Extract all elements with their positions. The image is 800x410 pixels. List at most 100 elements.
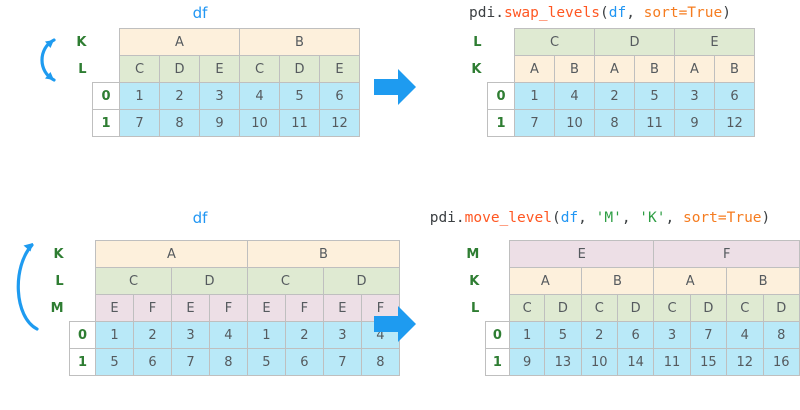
- data-cell: 10: [554, 109, 595, 137]
- panel-move-level-result: pdi.move_level(df, 'M', 'K', sort=True) …: [400, 195, 800, 410]
- column-header-cell: F: [284, 294, 324, 322]
- data-cell: 9: [674, 109, 715, 137]
- data-cell: 8: [762, 321, 800, 349]
- row-index-cell: 0: [487, 82, 515, 110]
- column-header-cell: C: [239, 55, 280, 83]
- level-label-L: L: [55, 273, 64, 289]
- header-corner-cell: [70, 295, 96, 322]
- data-cell: 5: [279, 82, 320, 110]
- data-cell: 6: [132, 348, 172, 376]
- column-header-cell: E: [509, 240, 655, 268]
- code-token-6: ,: [621, 210, 640, 226]
- data-cell: 8: [208, 348, 248, 376]
- column-header-cell: D: [279, 55, 320, 83]
- column-header-cell: A: [514, 55, 555, 83]
- move-level-curved-arrow-icon: [16, 243, 39, 331]
- data-cell: 1: [514, 82, 555, 110]
- column-header-cell: C: [653, 294, 691, 322]
- row-index-cell: 1: [484, 348, 511, 376]
- header-corner-cell: [488, 29, 515, 56]
- level-label-K: K: [53, 246, 64, 262]
- column-header-cell: E: [322, 294, 362, 322]
- column-header-cell: E: [246, 294, 286, 322]
- title-df-top: df: [192, 4, 208, 22]
- column-header-cell: E: [170, 294, 210, 322]
- data-cell: 5: [95, 348, 134, 376]
- column-header-cell: C: [514, 28, 595, 56]
- row-gutter-cell: [60, 110, 93, 137]
- column-header-cell: B: [246, 240, 401, 268]
- column-header-cell: B: [726, 267, 800, 295]
- data-cell: 3: [674, 82, 715, 110]
- level-label-M: M: [50, 300, 64, 316]
- column-header-cell: A: [509, 267, 582, 295]
- code-token-8: ,: [665, 210, 683, 226]
- row-gutter-cell: [455, 322, 485, 349]
- code-token-1: swap_levels: [503, 5, 600, 21]
- column-header-cell: D: [594, 28, 675, 56]
- data-cell: 2: [132, 321, 172, 349]
- data-cell: 7: [119, 109, 160, 137]
- data-cell: 6: [616, 321, 655, 349]
- row-index-cell: 1: [69, 348, 96, 376]
- data-cell: 4: [239, 82, 280, 110]
- column-header-cell: A: [594, 55, 635, 83]
- column-header-cell: D: [616, 294, 655, 322]
- column-header-cell: E: [95, 294, 134, 322]
- header-corner-cell: [70, 241, 96, 268]
- code-token-3: df: [560, 210, 579, 226]
- data-cell: 10: [580, 348, 619, 376]
- header-corner-cell: [485, 268, 509, 295]
- column-header-cell: C: [509, 294, 546, 322]
- data-cell: 16: [762, 348, 800, 376]
- row-gutter-cell: [38, 349, 70, 376]
- column-header-cell: F: [653, 240, 800, 268]
- code-token-5: sort=True: [643, 5, 723, 21]
- data-cell: 5: [634, 82, 675, 110]
- column-header-cell: D: [544, 294, 582, 322]
- data-cell: 2: [159, 82, 200, 110]
- code-token-2: (: [599, 5, 609, 21]
- code-token-4: ,: [626, 5, 644, 21]
- data-cell: 11: [279, 109, 320, 137]
- column-header-cell: A: [653, 267, 728, 295]
- data-cell: 3: [322, 321, 362, 349]
- code-token-5: 'M': [595, 210, 622, 226]
- header-corner-cell: [70, 268, 96, 295]
- data-cell: 4: [726, 321, 764, 349]
- row-index-cell: 0: [484, 321, 511, 349]
- data-cell: 1: [119, 82, 160, 110]
- column-header-cell: B: [714, 55, 755, 83]
- data-cell: 1: [246, 321, 286, 349]
- code-token-9: sort=True: [682, 210, 762, 226]
- code-token-0: pdi.: [469, 5, 504, 21]
- column-header-cell: D: [762, 294, 800, 322]
- code-token-3: df: [608, 5, 627, 21]
- data-cell: 7: [514, 109, 555, 137]
- row-index-cell: 0: [92, 82, 120, 110]
- data-cell: 15: [689, 348, 728, 376]
- data-cell: 2: [594, 82, 635, 110]
- data-cell: 12: [726, 348, 764, 376]
- column-header-cell: A: [119, 28, 240, 56]
- level-label-L: L: [78, 61, 87, 77]
- data-cell: 14: [616, 348, 655, 376]
- data-cell: 11: [653, 348, 691, 376]
- data-cell: 7: [689, 321, 728, 349]
- code-token-2: (: [551, 210, 561, 226]
- data-cell: 6: [714, 82, 755, 110]
- data-cell: 8: [159, 109, 200, 137]
- data-cell: 7: [170, 348, 210, 376]
- header-corner-cell: [485, 241, 509, 268]
